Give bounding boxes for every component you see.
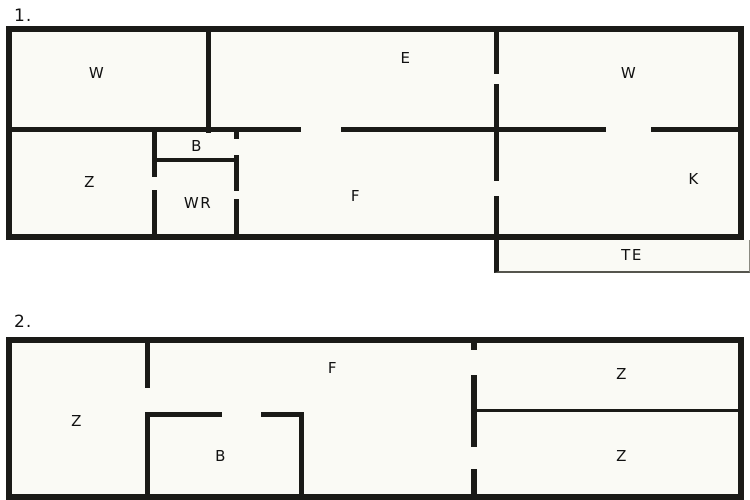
room-label-room-z-upper-right: Z [616, 365, 628, 383]
wall-vert-w-e-upper [206, 30, 211, 100]
room-label-room-z-lower-left: Z [84, 173, 96, 191]
wall-horiz-z-split [477, 409, 744, 412]
wall-horiz-main-far-right [651, 127, 744, 132]
wall-vert-e-w-upper [494, 30, 499, 74]
room-label-room-f: F [350, 187, 362, 205]
wall-vert-f-z-mid [471, 375, 477, 447]
wall-vert-e-w-mid [494, 84, 499, 181]
plan-1-outer-walls [6, 26, 744, 240]
wall-vert-f-z-top [471, 341, 477, 350]
room-label-room-b: B [191, 137, 203, 155]
wall-vert-f-z-bottom [471, 469, 477, 500]
wall-vert-wr-right [234, 199, 239, 238]
wall-vert-w-e-lower [206, 93, 211, 133]
terrace-outline [494, 240, 750, 273]
wall-vert-b-right-mid [234, 155, 239, 191]
wall-horiz-b-bottom [152, 158, 239, 162]
plan-number-1: 1. [14, 6, 33, 26]
wall-horiz-b-top-right [261, 412, 304, 417]
wall-vert-z-f-upper [145, 341, 150, 388]
plan-2-outer-walls [6, 337, 744, 500]
wall-horiz-b-top-left [150, 412, 222, 417]
wall-vert-b-right-top [234, 127, 239, 139]
room-label-room-f: F [327, 359, 339, 377]
wall-horiz-main-right [341, 127, 606, 132]
room-label-room-w-upper-left: W [88, 64, 106, 82]
plan-number-2: 2. [14, 312, 33, 332]
room-label-room-wr: WR [183, 194, 213, 212]
room-label-room-b: B [215, 447, 227, 465]
room-label-room-w-upper-right: W [620, 64, 638, 82]
room-label-room-k: K [688, 170, 700, 188]
room-label-room-z-lower-right: Z [616, 447, 628, 465]
wall-vert-f-k-lower [494, 196, 499, 240]
wall-vert-b-left [145, 412, 150, 500]
wall-vert-b-left [152, 129, 157, 177]
wall-vert-wr-left [152, 190, 157, 238]
room-label-room-z-left: Z [71, 412, 83, 430]
room-label-terrace-te: TE [621, 246, 643, 264]
room-label-room-e: E [400, 49, 412, 67]
wall-vert-b-right [299, 412, 304, 500]
